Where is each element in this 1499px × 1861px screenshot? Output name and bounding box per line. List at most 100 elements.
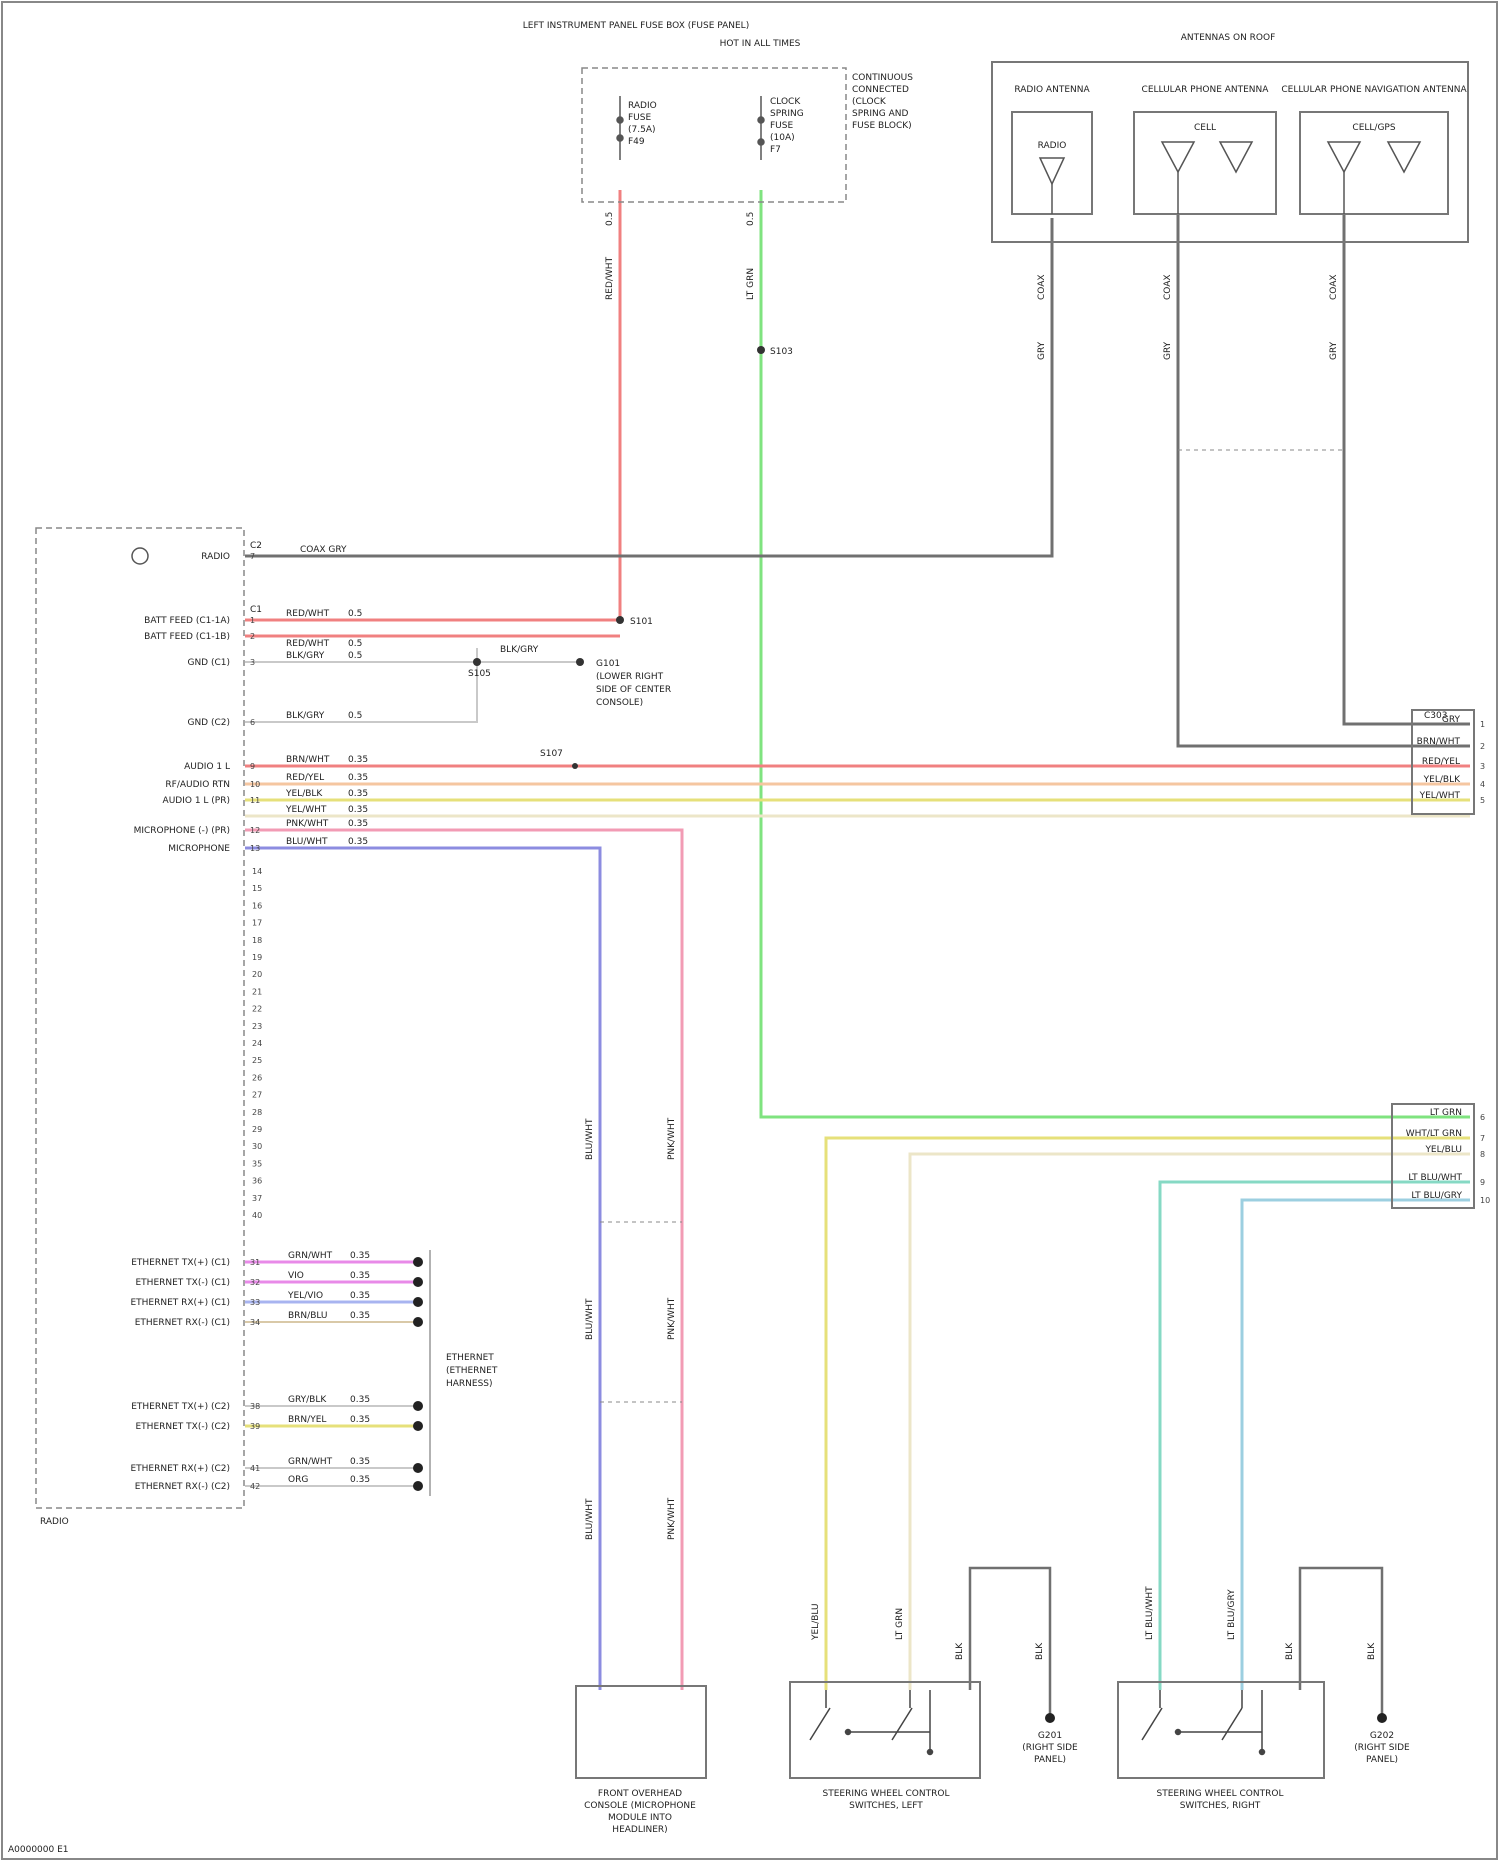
radio-pin-number: 13 xyxy=(250,844,260,853)
radio-pin-function-label: ETHERNET TX(+) (C2) xyxy=(131,1402,230,1412)
microphone-text: CONSOLE (MICROPHONE xyxy=(584,1801,696,1811)
wire-label-audio-4: 0.35 xyxy=(348,805,368,815)
wire-label-ethernet: YEL/VIO xyxy=(287,1291,323,1301)
figure-code: A0000000 E1 xyxy=(8,1845,69,1855)
wire-label-ethernet: 0.35 xyxy=(350,1291,370,1301)
wire-label-batt-2: RED/WHT xyxy=(286,639,330,649)
wire-label-gnd-c2: BLK/GRY xyxy=(286,711,325,721)
ethernet-harness-text: (ETHERNET xyxy=(446,1366,498,1376)
right-connector-mid-color: WHT/LT GRN xyxy=(1406,1129,1462,1139)
microphone-label: FRONT OVERHEADCONSOLE (MICROPHONEMODULE … xyxy=(584,1789,696,1835)
right-connector-top-color: RED/YEL xyxy=(1422,757,1460,767)
radio-pin-number: 2 xyxy=(250,632,255,641)
wire-label-ethernet: GRN/WHT xyxy=(288,1251,333,1261)
wire-label-batt-1: 0.5 xyxy=(348,609,362,619)
wire-label-mic-minus: 0.35 xyxy=(348,819,368,829)
wire-label-audio-3: 0.35 xyxy=(348,789,368,799)
wire-label-red-vertical: 0.5 xyxy=(605,212,615,226)
radio-unused-pin-number: 17 xyxy=(252,919,262,928)
fuse-b-text: CLOCK xyxy=(770,97,801,107)
radio-pin-number: 1 xyxy=(250,616,255,625)
radio-pin-function-label: RF/AUDIO RTN xyxy=(165,780,230,790)
fuse-note-text: FUSE BLOCK) xyxy=(852,121,912,131)
wire-label-audio-3: YEL/BLK xyxy=(285,789,323,799)
right-ground-text: PANEL) xyxy=(1366,1755,1398,1765)
radio-pin-number: 9 xyxy=(250,762,255,771)
wire-label-mic-blue: BLU/WHT xyxy=(585,1498,595,1540)
radio-pin-number: 34 xyxy=(250,1318,260,1327)
wire-mic-plus-blue xyxy=(245,848,600,1690)
radio-unused-pin-number: 40 xyxy=(252,1211,262,1220)
radio-pin-number: 41 xyxy=(250,1464,260,1473)
radio-pin-function-label: ETHERNET RX(-) (C1) xyxy=(135,1318,230,1328)
right-connector-mid-color: LT GRN xyxy=(1430,1108,1462,1118)
wire-label-ethernet: 0.35 xyxy=(350,1475,370,1485)
wire-label-ethernet: VIO xyxy=(288,1271,304,1281)
wire-label-ethernet: 0.35 xyxy=(350,1271,370,1281)
radio-unused-pin-number: 28 xyxy=(252,1108,262,1117)
left-switch-label: STEERING WHEEL CONTROL SWITCHES, LEFT xyxy=(823,1789,950,1811)
right-connector-top-color: GRY xyxy=(1442,715,1461,725)
wire-label-audio-2: RED/YEL xyxy=(286,773,324,783)
wire-lt-blu-gry xyxy=(1242,1200,1470,1690)
fuse-a-text: RADIO xyxy=(628,101,657,111)
radio-pin-number: 6 xyxy=(250,718,255,727)
radio-unused-pin-number: 19 xyxy=(252,953,262,962)
radio-pin-function-label: ETHERNET RX(+) (C2) xyxy=(130,1464,230,1474)
wire-label-ethernet: GRY/BLK xyxy=(288,1395,327,1405)
radio-pin-function-label: MICROPHONE (-) (PR) xyxy=(134,826,230,836)
radio-pin-function-label: ETHERNET RX(-) (C2) xyxy=(135,1482,230,1492)
splice-s105-dot xyxy=(473,658,481,666)
radio-pin-function-label: AUDIO 1 L (PR) xyxy=(163,796,230,806)
radio-pin-function-label: MICROPHONE xyxy=(168,844,230,854)
left-switch-text: STEERING WHEEL CONTROL xyxy=(823,1789,950,1799)
radio-module-outline xyxy=(36,528,244,1508)
left-ground-text: G201 xyxy=(1038,1731,1062,1741)
left-switch-text: SWITCHES, LEFT xyxy=(849,1801,923,1811)
fuse-b-text: (10A) xyxy=(770,133,795,143)
radio-pin-number: 7 xyxy=(250,552,255,561)
splice-s101-label: S101 xyxy=(630,617,653,627)
wire-wht-grn xyxy=(910,1154,1470,1690)
ethernet-harness-text: ETHERNET xyxy=(446,1353,494,1363)
radio-pin-function-label: BATT FEED (C1-1A) xyxy=(144,616,230,626)
radio-pin-number: 31 xyxy=(250,1258,260,1267)
radio-pin-number: 10 xyxy=(250,780,260,789)
radio-pin-function-label: RADIO xyxy=(201,552,230,562)
ethernet-plug-icons xyxy=(413,1257,423,1491)
ground-g101-icon xyxy=(576,658,584,666)
antenna-group-title: ANTENNAS ON ROOF xyxy=(1181,33,1276,43)
radio-jack-icon xyxy=(132,548,148,564)
right-ground-text: G202 xyxy=(1370,1731,1394,1741)
hot-at-label: HOT IN ALL TIMES xyxy=(720,39,801,49)
fuse-b-icon xyxy=(758,96,764,160)
fuse-a-icon xyxy=(617,96,623,160)
wire-label-ethernet: 0.35 xyxy=(350,1251,370,1261)
wire-label-mic-blue: BLU/WHT xyxy=(585,1298,595,1340)
ground-g101-text: (LOWER RIGHT xyxy=(596,672,664,682)
wire-cell-antenna-coax xyxy=(1178,214,1470,746)
right-connector-mid-color: YEL/BLU xyxy=(1424,1145,1462,1155)
wire-label-radio-antenna: GRY xyxy=(1037,341,1047,360)
fuse-a-text: (7.5A) xyxy=(628,125,656,135)
radio-unused-pin-number: 16 xyxy=(252,901,262,910)
wire-label-switch: BLK xyxy=(1285,1642,1295,1660)
right-switch-text: STEERING WHEEL CONTROL xyxy=(1157,1789,1284,1799)
wire-gps-antenna-coax xyxy=(1344,214,1470,724)
fuse-a-text: F49 xyxy=(628,137,645,147)
radio-module-label: RADIO xyxy=(40,1517,69,1527)
right-connector-mid-pin: 8 xyxy=(1480,1150,1485,1159)
fuse-a-text: FUSE xyxy=(628,113,651,123)
wire-label-mic-plus: 0.35 xyxy=(348,837,368,847)
microphone-text: FRONT OVERHEAD xyxy=(598,1789,682,1799)
wire-label-gnd-c2: 0.5 xyxy=(348,711,362,721)
wire-label-batt-2: 0.5 xyxy=(348,639,362,649)
radio-pin-number: 32 xyxy=(250,1278,260,1287)
radio-unused-pin-number: 22 xyxy=(252,1005,262,1014)
wire-label-audio-2: 0.35 xyxy=(348,773,368,783)
wire-label-audio-1: BRN/WHT xyxy=(286,755,330,765)
right-connector-top-color: YEL/WHT xyxy=(1419,791,1461,801)
